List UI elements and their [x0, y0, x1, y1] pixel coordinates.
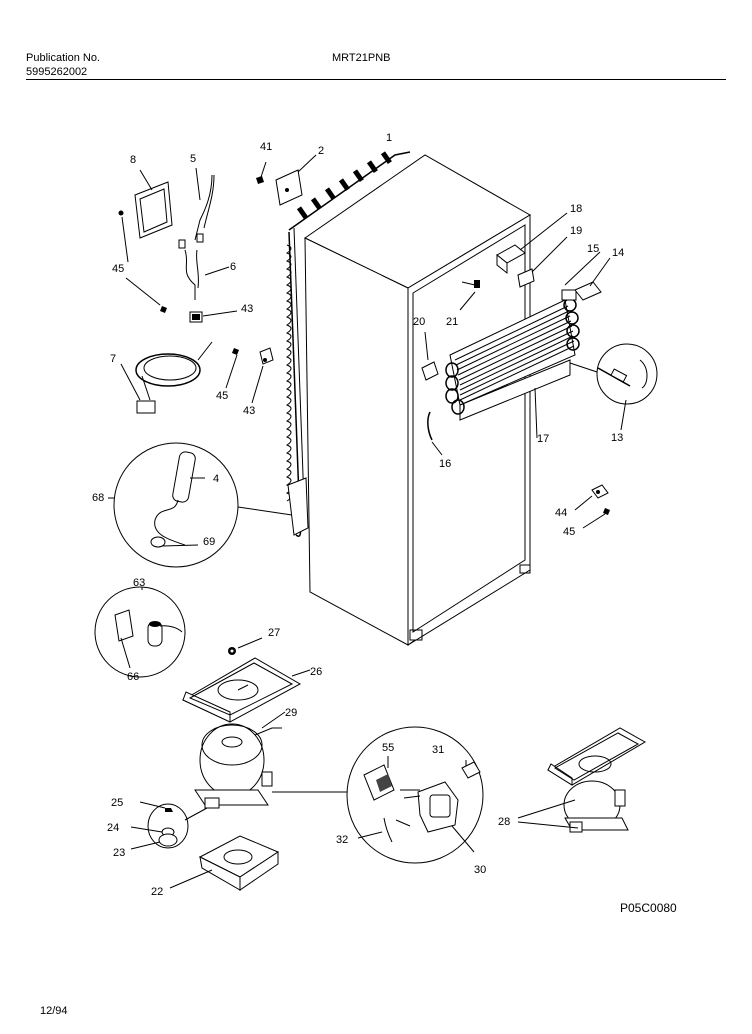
- callout-20: 20: [413, 316, 425, 328]
- compressor-assembly-part-28: [517, 727, 647, 833]
- callout-6: 6: [230, 261, 236, 273]
- figure-code: P05C0080: [620, 901, 677, 915]
- callout-28: 28: [498, 816, 510, 828]
- detail-circle-63: [94, 586, 186, 678]
- callout-23: 23: [113, 847, 125, 859]
- publication-number: 5995262002: [26, 66, 88, 78]
- callout-2: 2: [318, 145, 324, 157]
- callout-13: 13: [611, 432, 623, 444]
- callout-21: 21: [446, 316, 458, 328]
- callout-7: 7: [110, 353, 116, 365]
- detail-circle-relay: [346, 726, 484, 864]
- callout-43b: 43: [243, 405, 255, 417]
- wiring-harness: [125, 167, 238, 323]
- callout-32: 32: [336, 834, 348, 846]
- callout-45c: 45: [563, 526, 575, 538]
- control-panel-part-8: [118, 169, 173, 263]
- callout-18: 18: [570, 203, 582, 215]
- detail-circle-68: [108, 442, 293, 568]
- thermostat-parts: [421, 280, 480, 381]
- compressor-part-29: [194, 711, 347, 809]
- callout-41: 41: [260, 141, 272, 153]
- callout-22: 22: [151, 886, 163, 898]
- callout-17: 17: [537, 433, 549, 445]
- callout-69: 69: [203, 536, 215, 548]
- callout-31: 31: [432, 744, 444, 756]
- drain-pan-part-26: [181, 637, 311, 723]
- callout-63: 63: [133, 577, 145, 589]
- callout-55: 55: [382, 742, 394, 754]
- condenser-coil: [285, 151, 411, 537]
- callout-15: 15: [587, 243, 599, 255]
- callout-29: 29: [285, 707, 297, 719]
- callout-labels: 1 2 41 5 8 45 6 43 7 45 43 18 19 15 14 2…: [92, 132, 624, 898]
- callout-1: 1: [386, 132, 392, 144]
- callout-16: 16: [439, 458, 451, 470]
- callout-66: 66: [127, 671, 139, 683]
- model-number: MRT21PNB: [332, 52, 391, 64]
- evaporator-assembly: [445, 289, 580, 439]
- callout-45b: 45: [216, 390, 228, 402]
- callout-26: 26: [310, 666, 322, 678]
- clip-and-screw-right: [574, 484, 610, 529]
- callout-14: 14: [612, 247, 624, 259]
- bracket-part-2: [256, 154, 317, 206]
- mounting-grommet: [130, 801, 208, 850]
- callout-68: 68: [92, 492, 104, 504]
- callout-44: 44: [555, 507, 567, 519]
- callout-24: 24: [107, 822, 119, 834]
- callout-25: 25: [111, 797, 123, 809]
- callout-45a: 45: [112, 263, 124, 275]
- defrost-parts: [496, 212, 611, 301]
- callout-5: 5: [190, 153, 196, 165]
- callout-19: 19: [570, 225, 582, 237]
- power-cord-part-7: [120, 341, 213, 414]
- base-pan-part-22: [169, 835, 280, 891]
- footer-date: 12/94: [40, 1005, 68, 1017]
- drain-tube-part-16: [427, 411, 443, 456]
- callout-4: 4: [213, 473, 219, 485]
- callout-43a: 43: [241, 303, 253, 315]
- screw-and-clip: [225, 347, 274, 404]
- callout-8: 8: [130, 154, 136, 166]
- publication-label: Publication No.: [26, 52, 100, 64]
- header-rule: [26, 79, 726, 80]
- callout-30: 30: [474, 864, 486, 876]
- refrigerator-cabinet: [304, 154, 531, 646]
- callout-27: 27: [268, 627, 280, 639]
- detail-circle-13: [569, 343, 658, 431]
